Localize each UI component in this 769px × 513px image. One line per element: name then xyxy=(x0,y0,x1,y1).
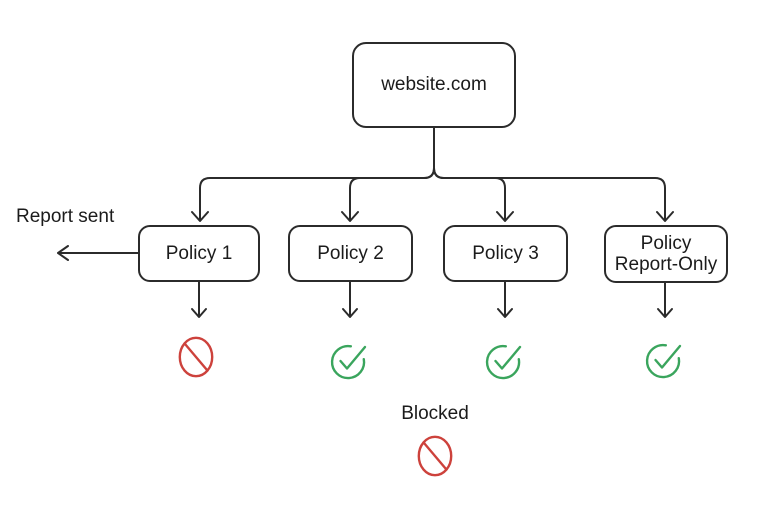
edge-policy2-to-result xyxy=(342,281,358,318)
edge-policy-report-only-to-result xyxy=(657,281,673,318)
node-policy-3-label: Policy 3 xyxy=(472,242,539,264)
node-policy-3: Policy 3 xyxy=(443,225,568,282)
node-policy-2: Policy 2 xyxy=(288,225,413,282)
edge-root-to-policy2 xyxy=(341,127,435,222)
edge-root-to-policy-report-only xyxy=(433,127,674,222)
no-entry-icon xyxy=(417,435,453,477)
report-sent-label: Report sent xyxy=(16,206,115,227)
edge-root-to-policy3 xyxy=(433,127,514,222)
edge-policy1-to-result xyxy=(191,281,207,318)
node-policy-1: Policy 1 xyxy=(138,225,260,282)
check-circle-icon xyxy=(330,344,367,380)
node-website-label: website.com xyxy=(381,74,487,96)
edge-policy3-to-result xyxy=(497,281,513,318)
node-policy-report-only-label: Policy Report-Only xyxy=(614,232,718,275)
edge-policy1-report-sent xyxy=(57,245,139,261)
no-entry-icon xyxy=(178,336,214,378)
check-circle-icon xyxy=(645,343,682,379)
node-policy-2-label: Policy 2 xyxy=(317,242,384,264)
legend-blocked-label: Blocked xyxy=(401,403,469,424)
node-policy-1-label: Policy 1 xyxy=(165,242,233,264)
node-policy-report-only: Policy Report-Only xyxy=(604,225,728,283)
node-website: website.com xyxy=(352,42,516,128)
edge-root-to-policy1 xyxy=(191,127,435,222)
check-circle-icon xyxy=(485,344,522,380)
